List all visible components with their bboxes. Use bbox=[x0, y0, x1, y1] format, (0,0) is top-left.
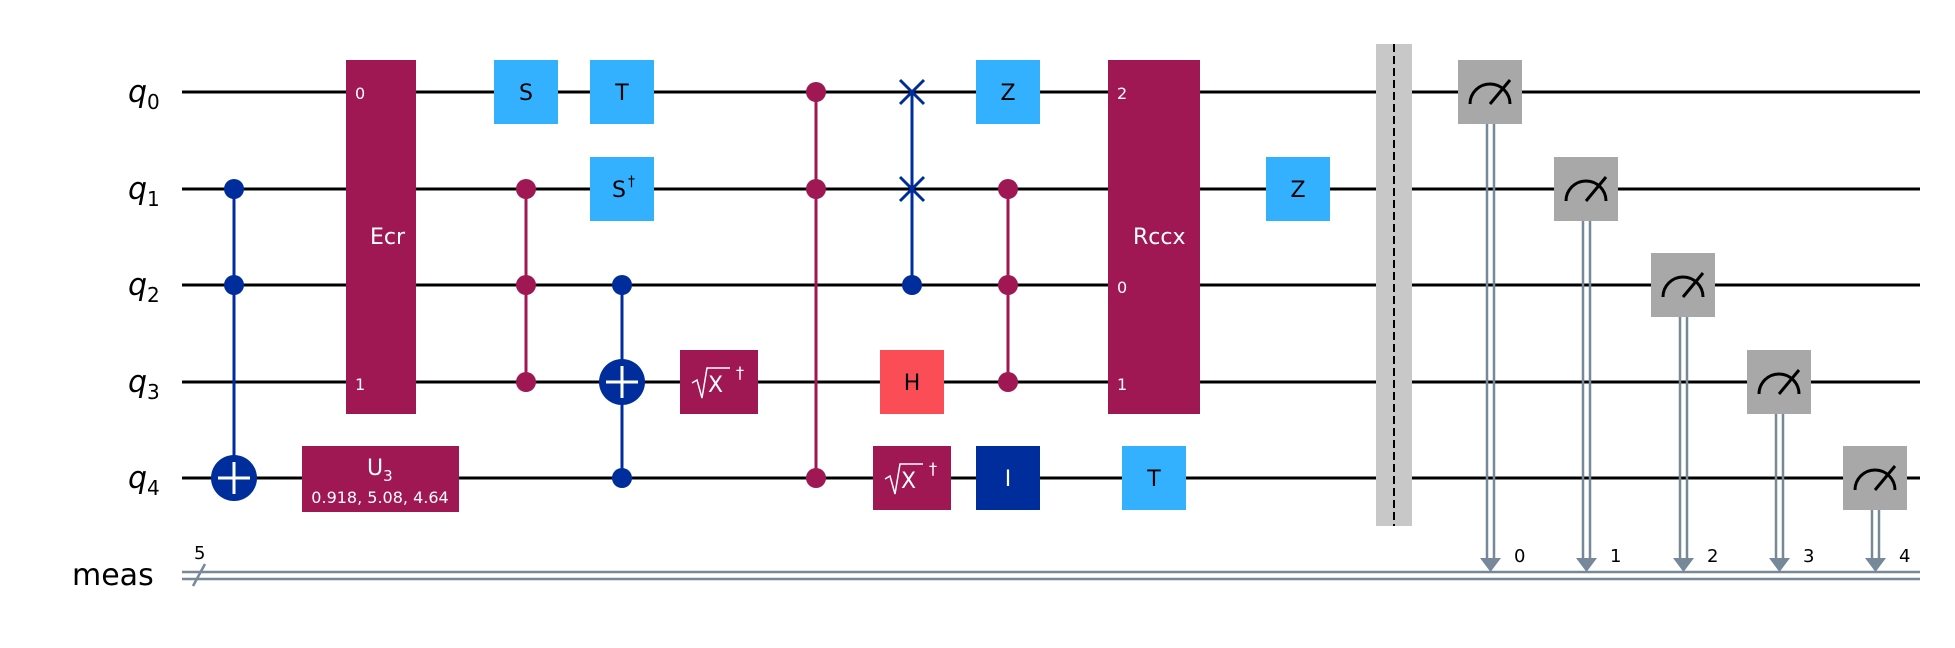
qubit-label-q0: q0 bbox=[128, 75, 160, 114]
svg-text:H: H bbox=[904, 371, 921, 396]
svg-text:0: 0 bbox=[355, 84, 365, 103]
svg-text:0: 0 bbox=[1117, 278, 1127, 297]
classical-bundle-slash bbox=[191, 563, 207, 587]
svg-text:2: 2 bbox=[1707, 546, 1718, 567]
classical-bundle-size: 5 bbox=[194, 543, 205, 564]
barrier[interactable] bbox=[1376, 44, 1412, 526]
svg-text:†: † bbox=[929, 459, 937, 478]
svg-text:S: S bbox=[519, 81, 533, 106]
ecr-gate[interactable]: Ecr 0 1 bbox=[346, 60, 416, 414]
measure-q1[interactable]: 1 bbox=[1554, 157, 1621, 572]
svg-text:Ecr: Ecr bbox=[370, 225, 406, 250]
measure-q2[interactable]: 2 bbox=[1651, 253, 1718, 572]
measure-q4[interactable]: 4 bbox=[1843, 446, 1910, 572]
qubit-label-q1: q1 bbox=[128, 172, 160, 211]
ccz-gate-1[interactable] bbox=[516, 179, 536, 392]
s-gate[interactable]: S bbox=[494, 60, 558, 124]
ccx-gate[interactable] bbox=[211, 179, 257, 501]
svg-text:Z: Z bbox=[1290, 178, 1305, 203]
sdg-gate[interactable]: S † bbox=[590, 157, 654, 221]
svg-text:0.918, 5.08, 4.64: 0.918, 5.08, 4.64 bbox=[311, 488, 448, 507]
svg-text:X: X bbox=[708, 373, 723, 398]
classical-wire: 5 bbox=[182, 543, 1920, 587]
rccx-gate[interactable]: Rccx 2 0 1 bbox=[1108, 60, 1200, 414]
classical-register-label: meas bbox=[72, 558, 154, 593]
svg-text:†: † bbox=[736, 363, 744, 382]
svg-text:X: X bbox=[901, 469, 916, 494]
svg-text:Rccx: Rccx bbox=[1133, 225, 1186, 250]
svg-text:1: 1 bbox=[355, 375, 365, 394]
svg-text:T: T bbox=[614, 81, 629, 106]
qubit-labels: q0 q1 q2 q3 q4 meas bbox=[72, 75, 160, 593]
svg-text:I: I bbox=[1005, 467, 1012, 492]
svg-text:0: 0 bbox=[1514, 546, 1525, 567]
svg-text:2: 2 bbox=[1117, 84, 1127, 103]
svg-text:Z: Z bbox=[1000, 81, 1015, 106]
ccz-gate-2[interactable] bbox=[806, 82, 826, 488]
cswap-gate[interactable] bbox=[898, 78, 926, 295]
qubit-label-q2: q2 bbox=[128, 268, 160, 307]
svg-text:S: S bbox=[612, 178, 626, 203]
control-dot bbox=[224, 275, 244, 295]
u3-gate[interactable]: U3 0.918, 5.08, 4.64 bbox=[302, 446, 459, 512]
svg-text:3: 3 bbox=[1803, 546, 1814, 567]
qubit-label-q4: q4 bbox=[128, 461, 160, 500]
sxdg-gate-q4[interactable]: X † bbox=[873, 446, 951, 510]
t-gate[interactable]: T bbox=[590, 60, 654, 124]
ccz-gate-3[interactable] bbox=[998, 179, 1018, 392]
z-gate-q1[interactable]: Z bbox=[1266, 157, 1330, 221]
qubit-label-q3: q3 bbox=[128, 365, 160, 404]
svg-text:†: † bbox=[628, 174, 635, 190]
svg-text:4: 4 bbox=[1899, 546, 1910, 567]
h-gate[interactable]: H bbox=[880, 350, 944, 414]
sxdg-gate-q3[interactable]: X † bbox=[680, 350, 758, 414]
identity-gate[interactable]: I bbox=[976, 446, 1040, 510]
svg-text:1: 1 bbox=[1610, 546, 1621, 567]
svg-text:U3: U3 bbox=[367, 456, 393, 485]
control-dot bbox=[224, 179, 244, 199]
t-gate-q4[interactable]: T bbox=[1122, 446, 1186, 510]
svg-text:1: 1 bbox=[1117, 375, 1127, 394]
qubit-wires bbox=[182, 90, 1920, 480]
cx-gate[interactable] bbox=[599, 275, 645, 488]
measure-q0[interactable]: 0 bbox=[1458, 60, 1525, 572]
z-gate-q0[interactable]: Z bbox=[976, 60, 1040, 124]
measure-q3[interactable]: 3 bbox=[1747, 350, 1814, 572]
svg-text:T: T bbox=[1146, 467, 1161, 492]
